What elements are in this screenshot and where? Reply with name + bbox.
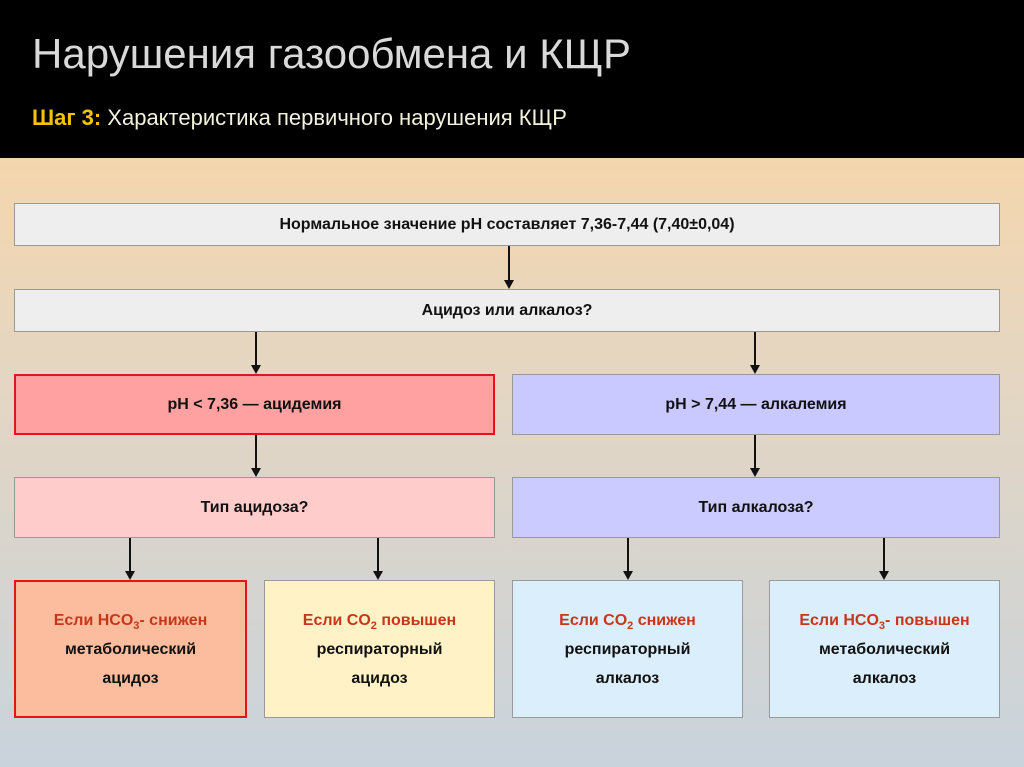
condition: Если HCO3- снижен <box>53 611 208 632</box>
type-line: респираторный <box>316 640 443 658</box>
acidosis-type-box: Тип ацидоза? <box>14 477 495 538</box>
question-text: Ацидоз или алкалоз? <box>421 302 593 319</box>
condition: Если CO2 снижен <box>559 611 696 632</box>
type-line: ацидоз <box>351 669 408 687</box>
arrow <box>251 332 261 374</box>
normal-ph-text: Нормальное значение pH составляет 7,36-7… <box>279 216 735 233</box>
respiratory-alkalosis-box: Если CO2 снижен респираторный алкалоз <box>512 580 743 718</box>
arrow <box>125 538 135 580</box>
alkalemia-box: pH > 7,44 — алкалемия <box>512 374 1000 435</box>
arrow <box>504 246 514 289</box>
acidosis-type-text: Тип ацидоза? <box>200 499 309 516</box>
metabolic-acidosis-box: Если HCO3- снижен метаболический ацидоз <box>14 580 247 718</box>
type-line: метаболический <box>818 640 951 658</box>
alkalosis-type-box: Тип алкалоза? <box>512 477 1000 538</box>
type-line: алкалоз <box>852 669 917 687</box>
normal-ph-box: Нормальное значение pH составляет 7,36-7… <box>14 203 1000 246</box>
header-bar <box>0 0 1024 158</box>
condition: Если HCO3- повышен <box>799 611 970 632</box>
slide-subtitle: Шаг 3: Характеристика первичного нарушен… <box>32 105 567 131</box>
acidemia-box: pH < 7,36 — ацидемия <box>14 374 495 435</box>
alkalemia-text: pH > 7,44 — алкалемия <box>665 396 847 413</box>
metabolic-alkalosis-box: Если HCO3- повышен метаболический алкалоз <box>769 580 1000 718</box>
question-box: Ацидоз или алкалоз? <box>14 289 1000 332</box>
type-line: респираторный <box>564 640 691 658</box>
slide-title: Нарушения газообмена и КЩР <box>32 30 632 77</box>
type-line: ацидоз <box>102 669 159 687</box>
type-line: алкалоз <box>595 669 660 687</box>
acidemia-text: pH < 7,36 — ацидемия <box>167 396 342 413</box>
arrow <box>750 332 760 374</box>
arrow <box>879 538 889 580</box>
arrow <box>623 538 633 580</box>
arrow <box>251 435 261 477</box>
type-line: метаболический <box>64 640 197 658</box>
arrow <box>373 538 383 580</box>
arrow <box>750 435 760 477</box>
condition: Если CO2 повышен <box>302 611 457 632</box>
step-text: Характеристика первичного нарушения КЩР <box>101 105 567 130</box>
step-label: Шаг 3: <box>32 105 102 130</box>
respiratory-acidosis-box: Если CO2 повышен респираторный ацидоз <box>264 580 495 718</box>
alkalosis-type-text: Тип алкалоза? <box>698 499 814 516</box>
